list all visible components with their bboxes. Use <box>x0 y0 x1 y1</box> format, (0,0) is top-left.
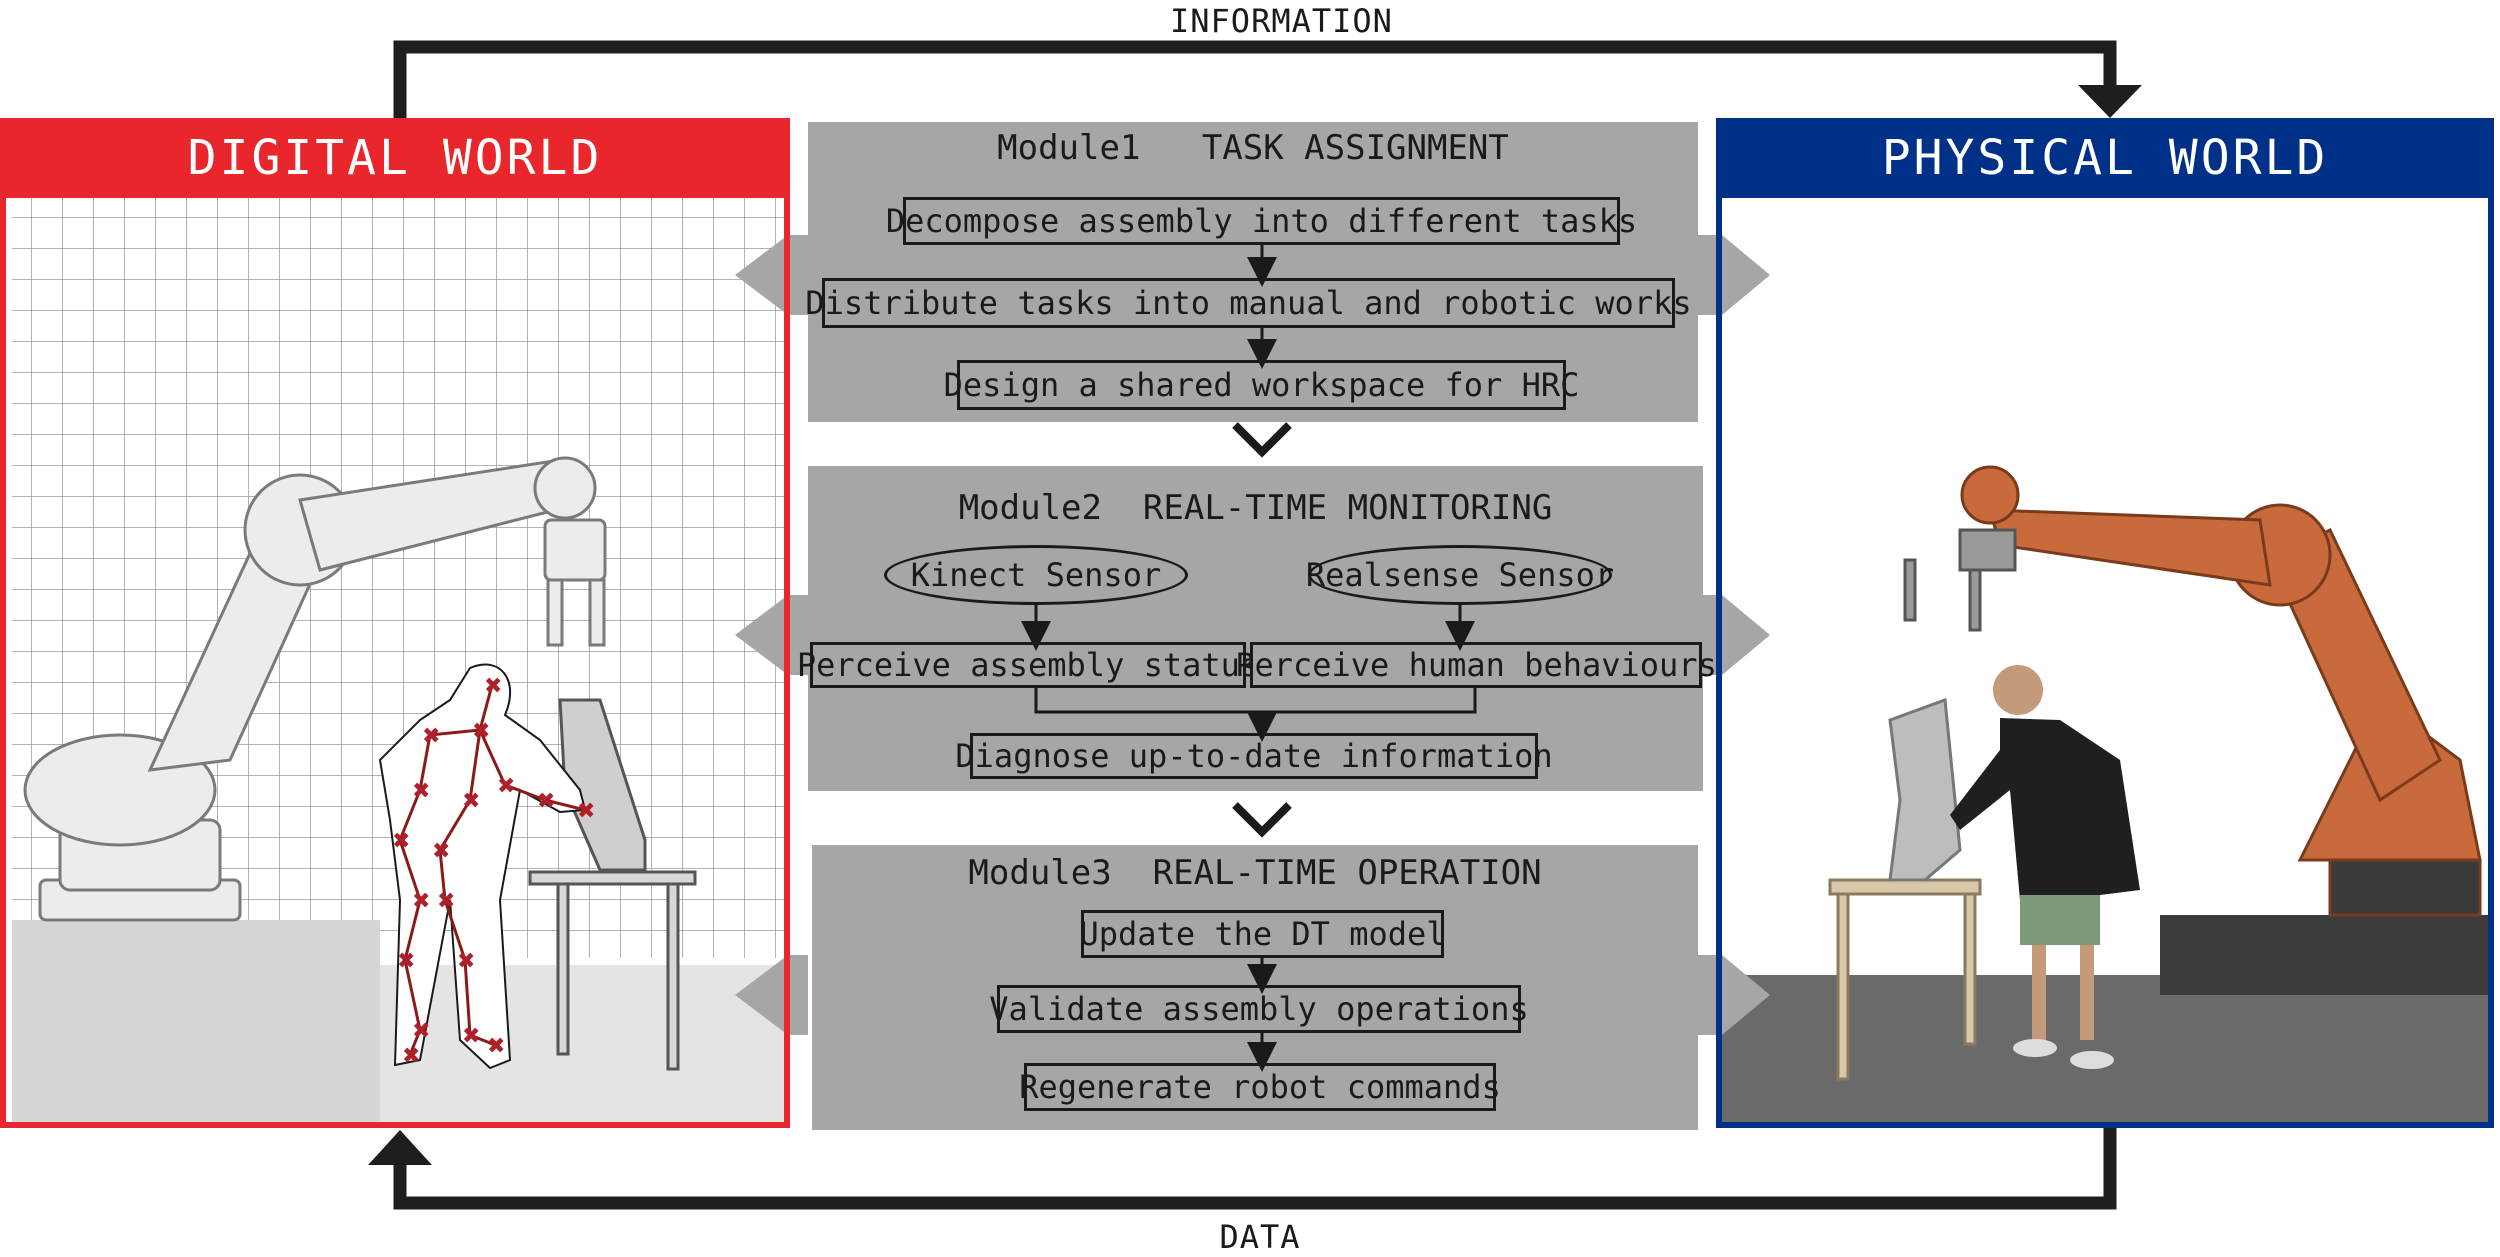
module2-real-time-monitoring: Module2 REAL-TIME MONITORING <box>808 466 1703 791</box>
data-label: DATA <box>1219 1218 1301 1256</box>
svg-text:✖: ✖ <box>472 719 490 744</box>
digital-world-title: DIGITAL WORLD <box>0 118 790 198</box>
module3-step-2: Validate assembly operations <box>989 985 1529 1033</box>
svg-text:✖: ✖ <box>422 724 440 749</box>
svg-text:✖: ✖ <box>462 789 480 814</box>
physical-table-icon <box>1828 697 1982 1081</box>
chevron-down-icon <box>1232 802 1292 838</box>
module1-step-3: Design a shared workspace for HRC <box>944 360 1579 410</box>
information-label: INFORMATION <box>1170 2 1393 40</box>
module3-title: Module3 REAL-TIME OPERATION <box>968 853 1542 893</box>
robot-arm-render-icon <box>23 456 607 922</box>
realsense-sensor: Realsense Sensor <box>1306 545 1614 605</box>
module3-step-1: Update the DT model <box>1079 910 1446 958</box>
svg-text:✖: ✖ <box>437 889 455 914</box>
svg-text:✖: ✖ <box>497 774 515 799</box>
svg-text:✖: ✖ <box>412 779 430 804</box>
svg-text:✖: ✖ <box>432 839 450 864</box>
svg-text:✖: ✖ <box>462 1024 480 1049</box>
svg-text:✖: ✖ <box>484 674 502 699</box>
person-photo-icon <box>1950 665 2140 1069</box>
svg-text:✖: ✖ <box>457 949 475 974</box>
diagnose-information: Diagnose up-to-date information <box>955 733 1553 779</box>
module3-step-3: Regenerate robot commands <box>1019 1063 1501 1111</box>
chevron-down-icon <box>1232 422 1292 458</box>
svg-text:✖: ✖ <box>487 1034 505 1059</box>
module1-step-2: Distribute tasks into manual and robotic… <box>805 278 1692 328</box>
data-loop-arrow <box>368 1128 2117 1210</box>
perceive-assembly-status: Perceive assembly status <box>797 642 1259 688</box>
svg-text:✖: ✖ <box>392 829 410 854</box>
physical-world-panel <box>1716 118 2494 1128</box>
information-loop-arrow <box>393 40 2142 118</box>
kinect-sensor: Kinect Sensor <box>884 545 1188 605</box>
robot-arm-photo-icon <box>1903 465 2482 917</box>
svg-text:✖: ✖ <box>412 1019 430 1044</box>
perceive-human-behaviours: Perceive human behaviours <box>1235 642 1717 688</box>
svg-text:✖: ✖ <box>537 789 555 814</box>
svg-text:✖: ✖ <box>402 1044 420 1069</box>
module1-step-1: Decompose assembly into different tasks <box>886 197 1637 245</box>
digital-world-panel <box>0 118 790 1128</box>
module1-title: Module1 TASK ASSIGNMENT <box>997 128 1509 168</box>
svg-text:✖: ✖ <box>577 799 595 824</box>
physical-world-title: PHYSICAL WORLD <box>1716 118 2494 198</box>
human-skeleton-icon: ✖✖✖ ✖✖✖ ✖✖✖ ✖✖✖ ✖✖✖ ✖✖✖ <box>378 663 595 1070</box>
svg-text:✖: ✖ <box>397 949 415 974</box>
module2-title: Module2 REAL-TIME MONITORING <box>958 488 1553 528</box>
svg-text:✖: ✖ <box>412 889 430 914</box>
